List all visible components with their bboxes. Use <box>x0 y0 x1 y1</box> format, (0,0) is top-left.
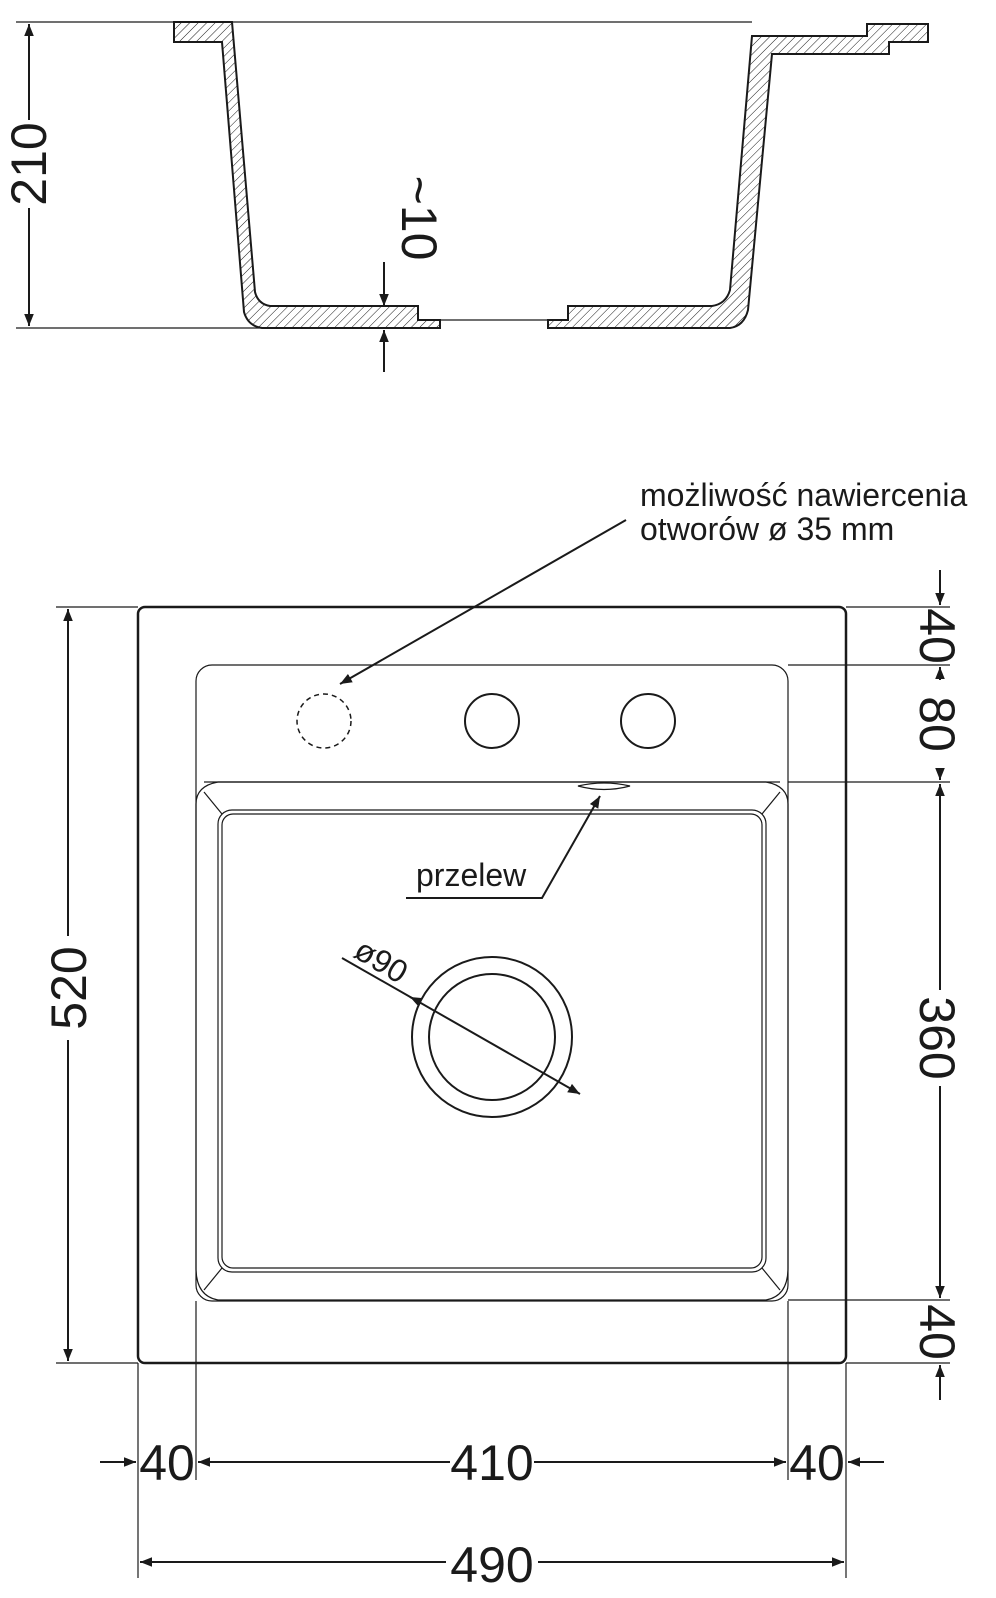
overflow-label: przelew <box>416 857 527 893</box>
sink-outer-outline <box>136 605 848 1365</box>
drilling-note-line2: otworów ø 35 mm <box>640 511 894 547</box>
overflow-slot <box>577 782 631 791</box>
right-bottom-label: 40 <box>909 1304 965 1360</box>
bowl-bevel-outer <box>195 781 789 1301</box>
bevel-corner-bl <box>203 1267 223 1291</box>
tap-hole-optional <box>296 693 352 749</box>
right-second-label: 80 <box>909 696 965 752</box>
bottom-right-label: 40 <box>789 1435 845 1491</box>
right-top-label: 40 <box>909 608 965 664</box>
section-wall-label: ~10 <box>391 176 447 261</box>
plan-view: możliwość nawiercenia otworów ø 35 mm pr… <box>41 477 967 1593</box>
bevel-corner-tl <box>203 791 223 815</box>
drain-diameter-line-b <box>409 996 423 1007</box>
tap-hole-right <box>620 693 676 749</box>
bowl-inner <box>217 809 767 1273</box>
section-view: 210 ~10 <box>1 21 929 372</box>
bevel-corner-tr <box>761 791 781 815</box>
bottom-left-label: 40 <box>139 1435 195 1491</box>
height-label: 520 <box>41 946 97 1029</box>
bevel-corner-br <box>761 1267 781 1291</box>
drain-diameter-line-a <box>341 957 581 1095</box>
sink-inner-rim <box>195 664 789 1302</box>
drilling-note-line1: możliwość nawiercenia <box>640 477 967 513</box>
section-right-rim <box>547 23 929 329</box>
right-bowl-label: 360 <box>909 996 965 1079</box>
bowl-inner-edge <box>221 813 763 1269</box>
drain-inner <box>428 973 556 1101</box>
drain-outer <box>411 956 573 1118</box>
drilling-note-leader <box>339 519 627 685</box>
overflow-leader <box>406 795 601 899</box>
total-width-label: 490 <box>450 1537 533 1593</box>
bottom-mid-label: 410 <box>450 1435 533 1491</box>
tap-hole-center <box>464 693 520 749</box>
section-depth-label: 210 <box>1 122 57 205</box>
